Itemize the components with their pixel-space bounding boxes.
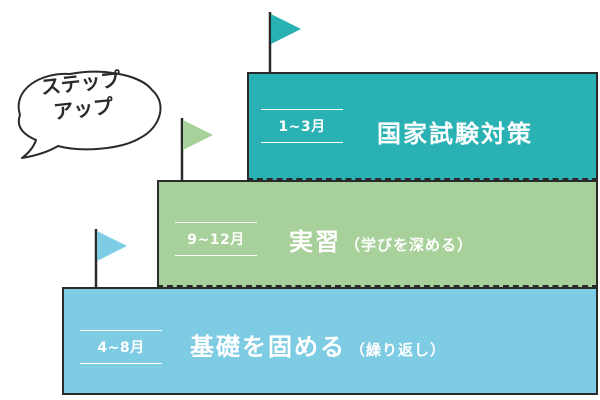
flag-icon [180,118,213,180]
step-period: 1~3月 [261,109,343,143]
step-practicum: 9~12月 実習 （学びを深める） [157,180,598,287]
step-title-main: 基礎を固める [190,333,346,361]
speech-bubble-icon [17,70,162,159]
step-title-main: 国家試験対策 [377,120,533,148]
step-fundamentals: 4~8月 基礎を固める （繰り返し） [62,287,598,395]
step-title-main: 実習 [289,228,341,256]
flag-icon [94,229,127,287]
step-period: 9~12月 [175,222,257,256]
step-title: 国家試験対策 [377,114,533,149]
step-title: 基礎を固める （繰り返し） [190,327,446,362]
step-title: 実習 （学びを深める） [289,222,473,257]
flag-icon [268,12,301,72]
step-title-sub: （繰り返し） [350,341,447,359]
step-national-exam: 1~3月 国家試験対策 [247,72,598,180]
step-title-sub: （学びを深める） [345,236,474,254]
step-period: 4~8月 [80,330,162,364]
